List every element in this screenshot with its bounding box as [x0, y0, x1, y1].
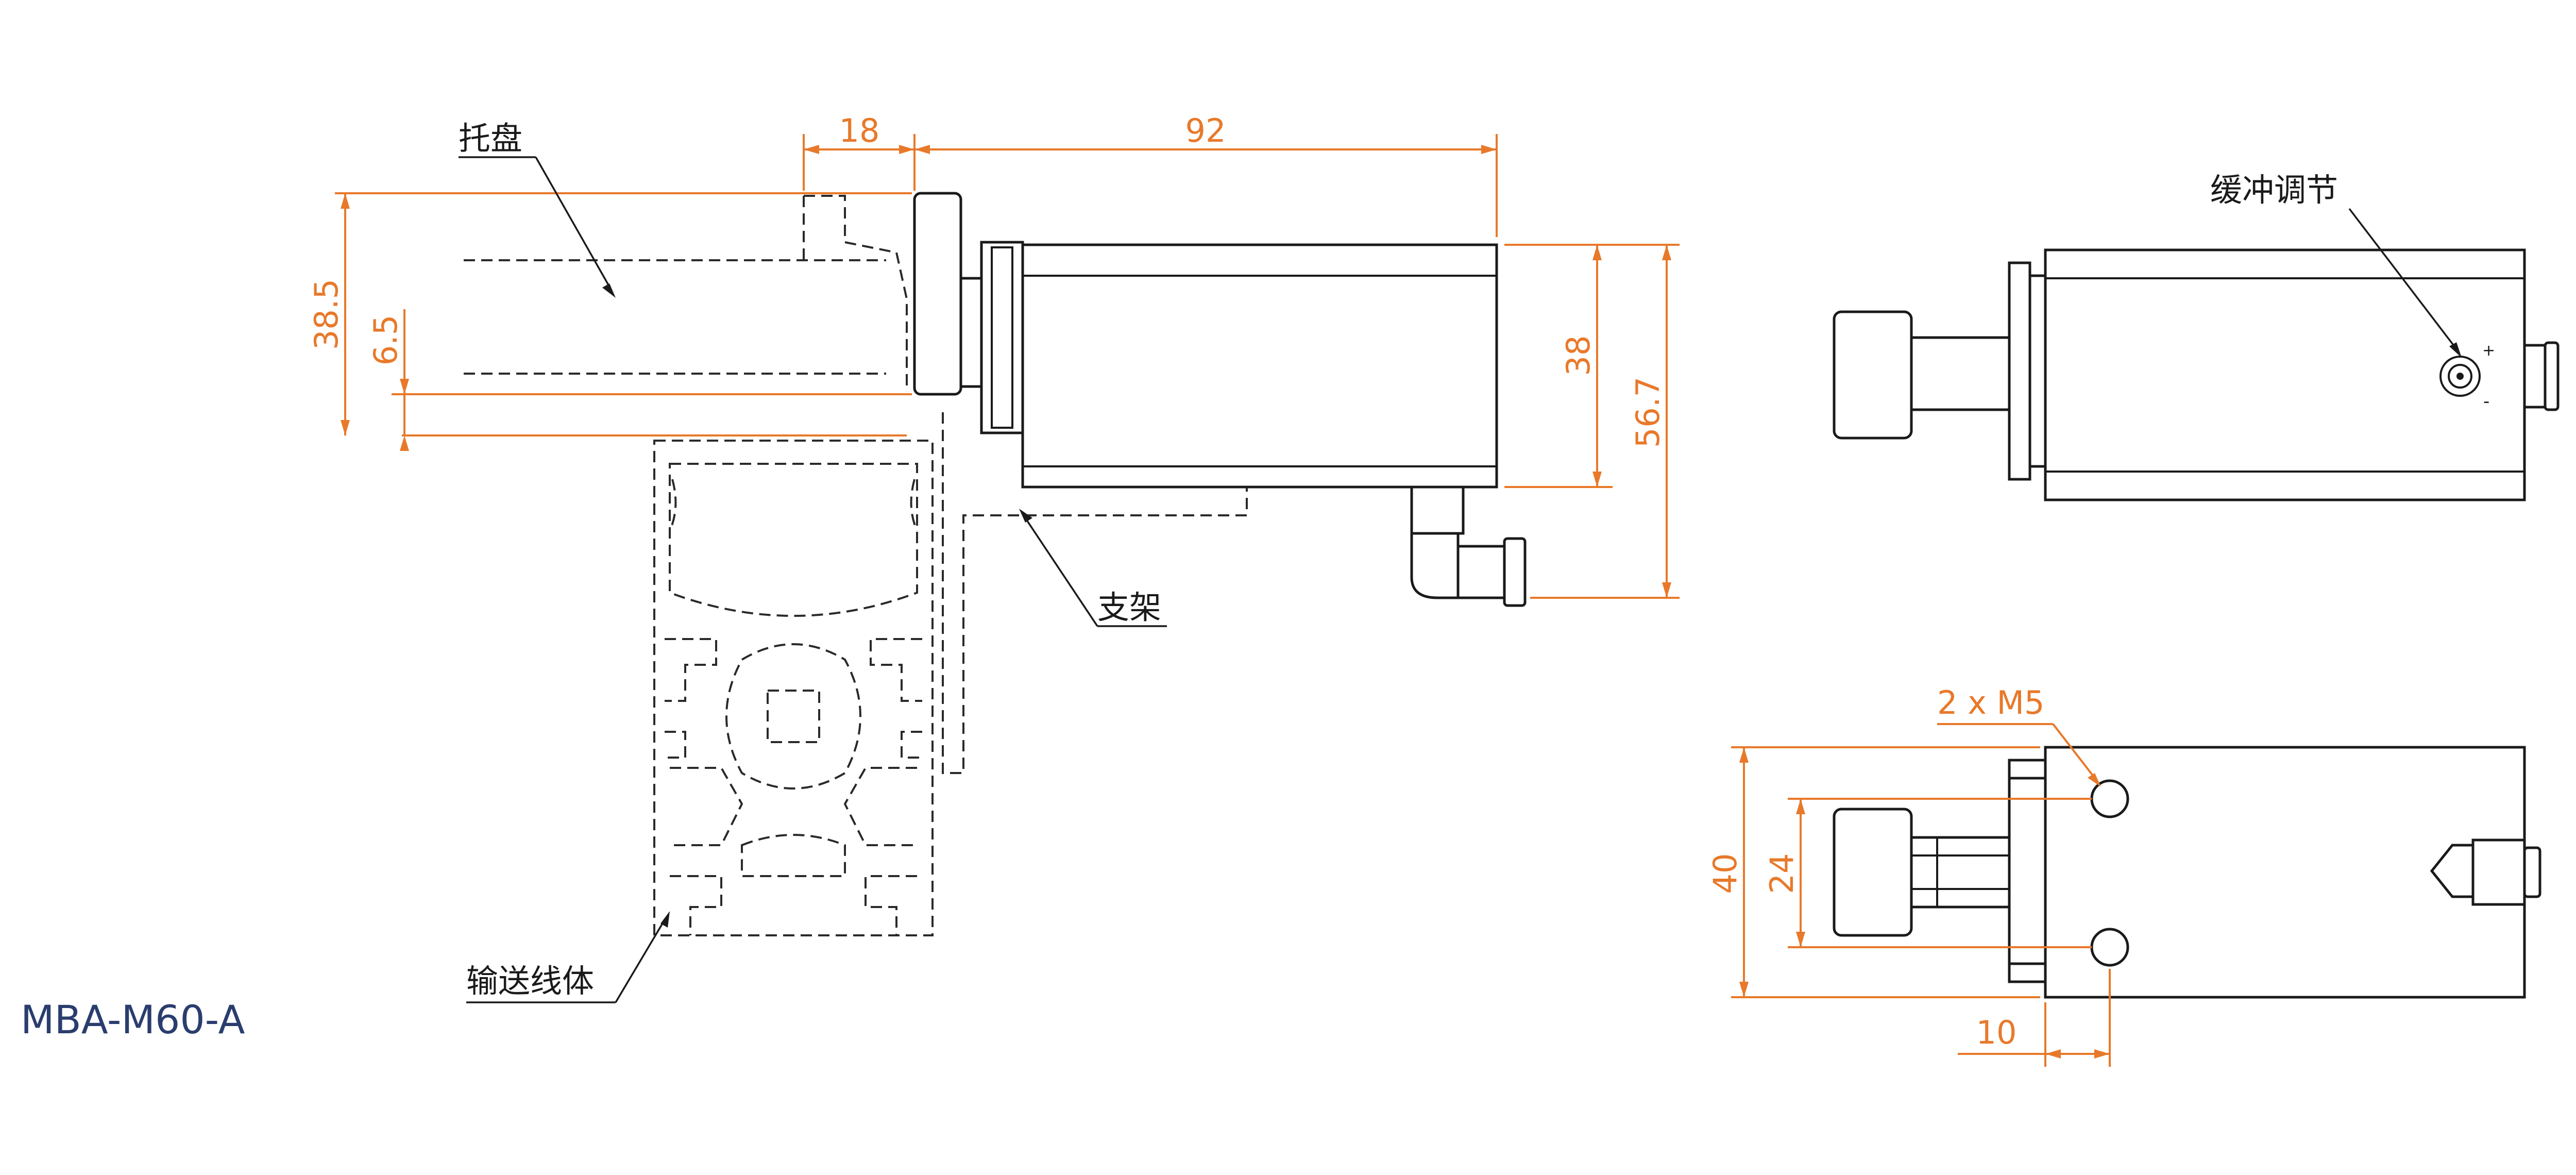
buffer-adjust-label: 缓冲调节 [2210, 171, 2338, 209]
buffer-adjust-icon [2439, 356, 2481, 397]
stopper-head [913, 192, 1024, 434]
dim-38-5: 38.5 [308, 279, 345, 350]
air-fitting-side [1410, 485, 1527, 607]
top-view: 2 x M5 40 24 10 [1706, 684, 2541, 1067]
rear-view: + - 缓冲调节 [1833, 171, 2560, 501]
bracket-callout: 支架 [1019, 509, 1167, 627]
side-view: 18 92 38.5 6.5 38 56.7 [308, 112, 1680, 1003]
dim-thread: 2 x M5 [1937, 684, 2045, 721]
thread-callout: 2 x M5 [1937, 684, 2101, 787]
minus-mark: - [2483, 391, 2489, 412]
conveyor-callout: 输送线体 [466, 911, 670, 1003]
dim-18: 18 [839, 112, 880, 149]
dim-40: 40 [1706, 853, 1744, 894]
tray-label: 托盘 [459, 120, 522, 157]
stopper-body [1021, 243, 1498, 489]
mount-hole-lower [2090, 928, 2129, 967]
side-dimensions: 18 92 38.5 6.5 38 56.7 [308, 112, 1680, 599]
buffer-adjust-callout: 缓冲调节 [2210, 171, 2462, 358]
dim-24: 24 [1763, 853, 1801, 894]
dim-10: 10 [1976, 1014, 2017, 1051]
bracket-label: 支架 [1097, 589, 1161, 626]
dim-6-5: 6.5 [367, 315, 404, 366]
model-title: MBA-M60-A [21, 997, 245, 1043]
dim-38: 38 [1560, 335, 1597, 376]
tray-callout: 托盘 [459, 120, 616, 298]
bracket-outline [942, 412, 1248, 774]
conveyor-profile [653, 440, 934, 936]
tray-outline [464, 195, 908, 392]
mount-hole-upper [2090, 779, 2129, 818]
dim-92: 92 [1185, 112, 1226, 149]
conveyor-label: 输送线体 [466, 962, 594, 1000]
dim-56-7: 56.7 [1629, 377, 1667, 448]
plus-mark: + [2482, 342, 2495, 360]
